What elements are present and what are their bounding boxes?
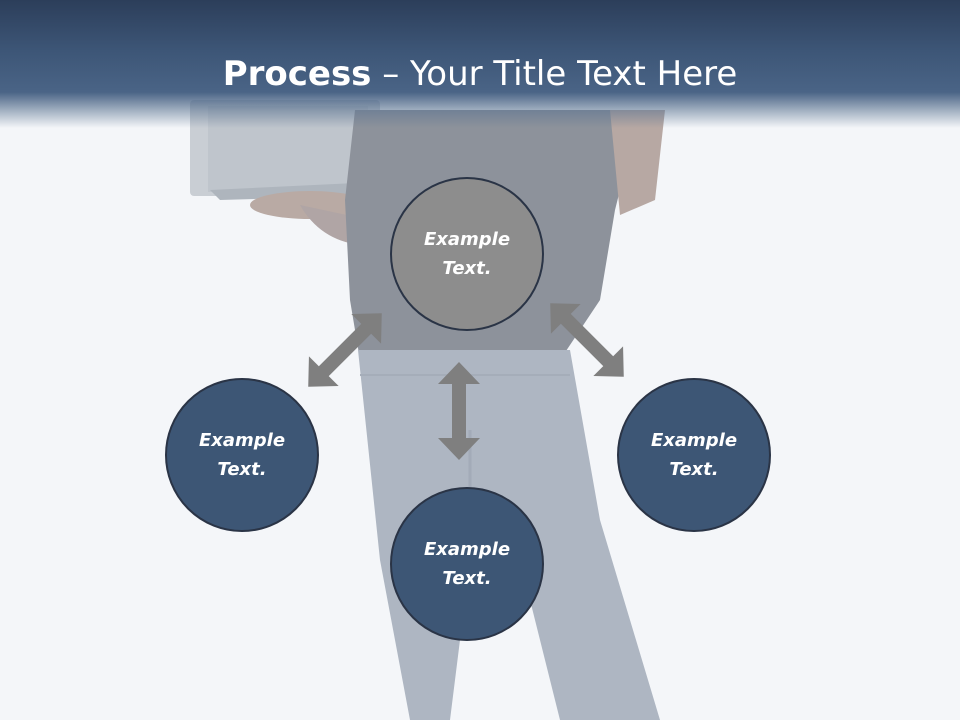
node-right-line1: Example (650, 430, 738, 451)
arm-shape (610, 110, 665, 215)
node-left-line1: Example (198, 430, 286, 451)
double-arrow-icon (308, 313, 382, 387)
node-top: Example Text. (390, 177, 544, 331)
node-top-line1: Example (423, 229, 511, 250)
node-top-line2: Text. (442, 258, 492, 279)
node-right: Example Text. (617, 378, 771, 532)
node-left-line2: Text. (217, 459, 267, 480)
slide-title: Process – Your Title Text Here (0, 52, 960, 96)
title-rest: – Your Title Text Here (371, 54, 738, 94)
node-bottom-line2: Text. (442, 568, 492, 589)
node-left: Example Text. (165, 378, 319, 532)
node-right-line2: Text. (669, 459, 719, 480)
title-bold: Process (222, 54, 372, 94)
node-bottom: Example Text. (390, 487, 544, 641)
title-bar (0, 0, 960, 128)
hand-shape (250, 191, 370, 219)
double-arrow-icon (550, 303, 624, 377)
double-arrow-icon (438, 362, 480, 460)
node-bottom-line1: Example (423, 539, 511, 560)
